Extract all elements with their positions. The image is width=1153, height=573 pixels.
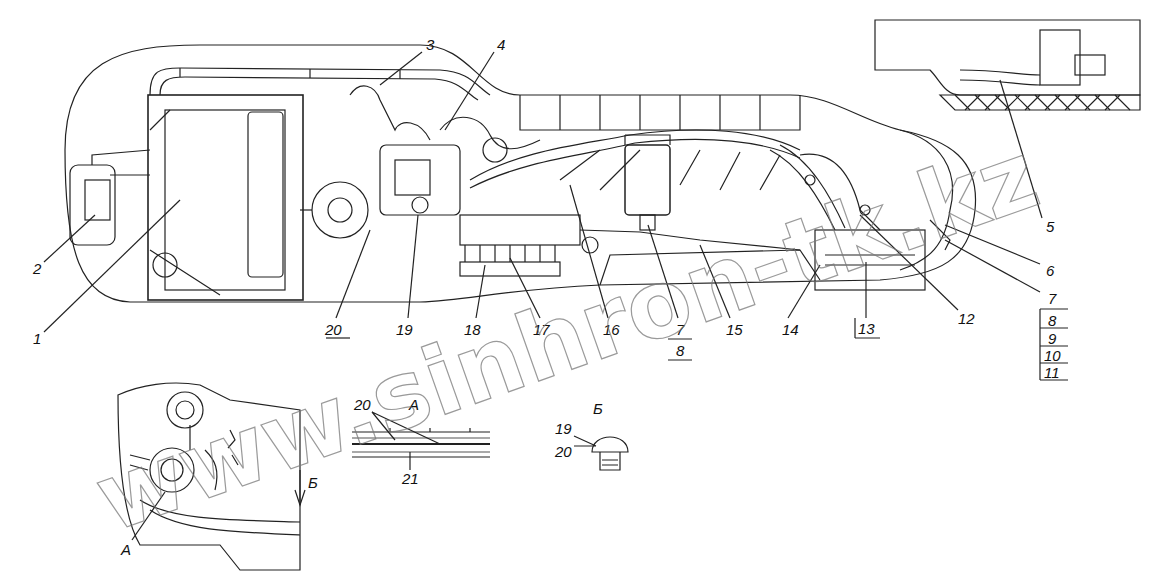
callout-number: 8 <box>1046 312 1058 329</box>
callout-number: 20 <box>553 443 574 460</box>
callout-number: 5 <box>1044 218 1056 235</box>
callout-number: 7 <box>1046 290 1058 307</box>
callout-number: 4 <box>495 36 507 53</box>
callout-number: 10 <box>1042 347 1063 364</box>
callout-number: 20 <box>323 321 344 338</box>
callout-number: 14 <box>780 321 801 338</box>
watermark: www.sinhron-tk.kz <box>85 128 1049 547</box>
callout-number: 9 <box>1046 330 1058 347</box>
callout-number: 11 <box>1042 364 1062 381</box>
callout-number: 13 <box>856 320 877 337</box>
callout-number: 21 <box>400 470 421 487</box>
callout-number: 12 <box>956 310 977 327</box>
callout-number: 6 <box>1044 262 1056 279</box>
callout-number: 19 <box>553 420 574 437</box>
callout-number: 2 <box>31 260 43 277</box>
callout-number: 19 <box>394 321 415 338</box>
callout-number: Б <box>591 400 605 417</box>
callout-number: 1 <box>31 330 43 347</box>
callout-number: 3 <box>424 36 436 53</box>
